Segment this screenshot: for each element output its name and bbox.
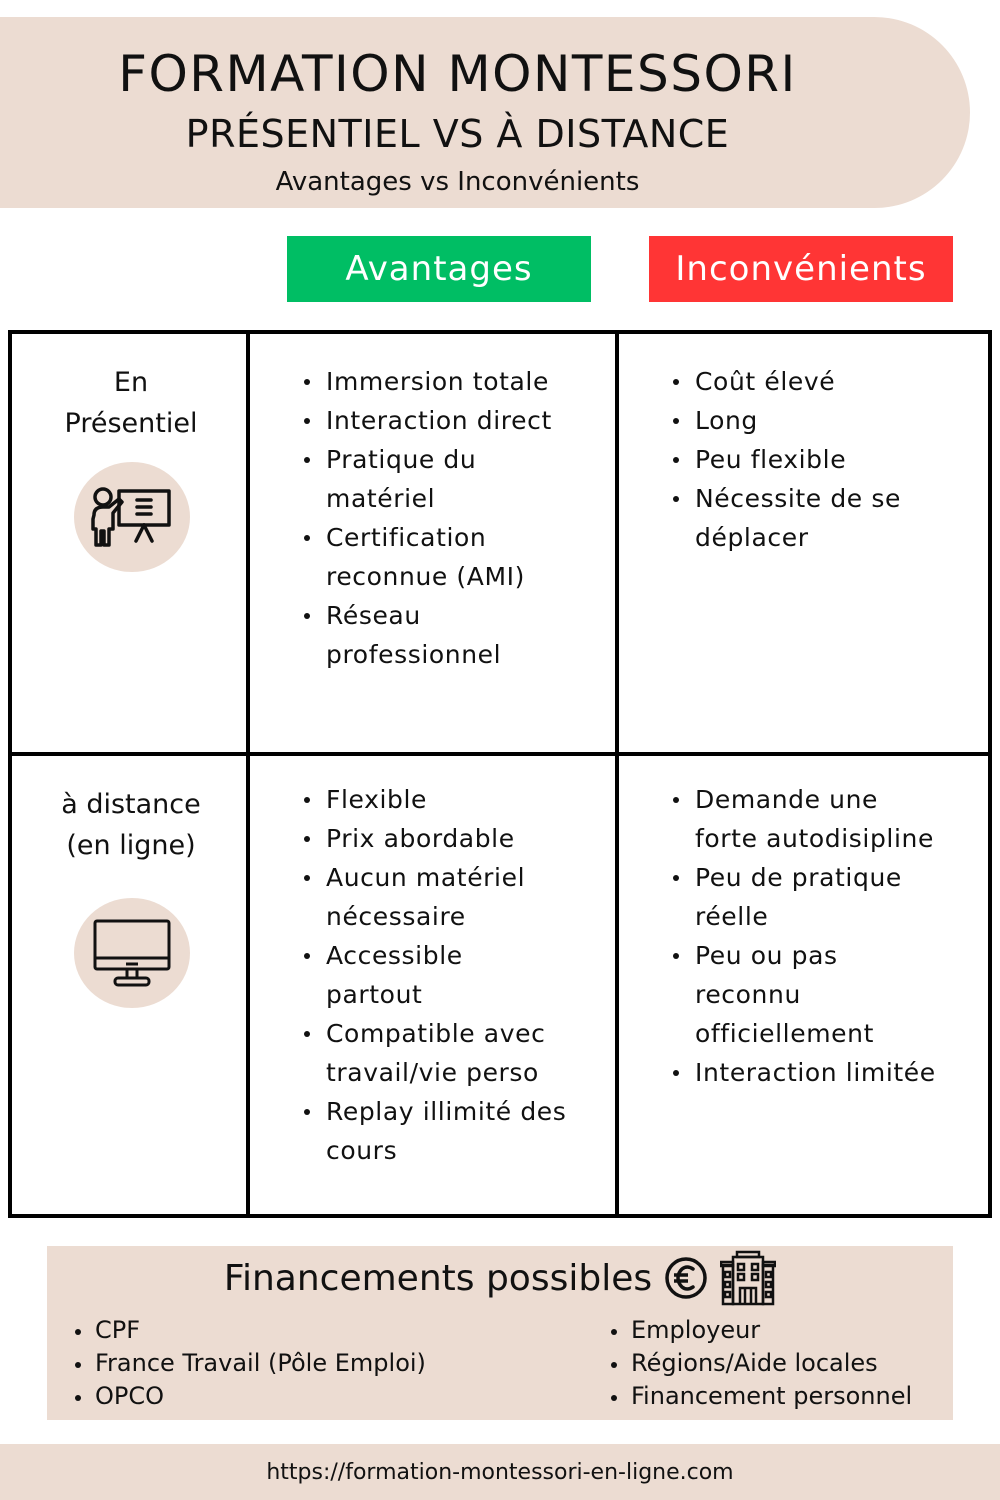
building-icon bbox=[720, 1250, 777, 1306]
table-divider bbox=[12, 752, 988, 756]
euro-icon bbox=[665, 1257, 707, 1299]
teacher-presentation-icon bbox=[74, 462, 190, 572]
list-item: CPF bbox=[73, 1314, 426, 1347]
financing-panel: Financements possibles CPF France Travai… bbox=[47, 1246, 953, 1420]
page-title: FORMATION MONTESSORI bbox=[118, 45, 797, 103]
page-tagline: Avantages vs Inconvénients bbox=[275, 167, 640, 197]
financing-title: Financements possibles bbox=[223, 1257, 653, 1299]
cons-header: Inconvénients bbox=[649, 236, 953, 302]
footer-url-link[interactable]: https://formation-montessori-en-ligne.co… bbox=[266, 1459, 734, 1485]
comparison-table: En Présentiel Immersion totale Interacti… bbox=[8, 330, 992, 1218]
list-item: Peu flexible bbox=[671, 440, 901, 479]
list-item: Financement personnel bbox=[609, 1380, 912, 1413]
computer-monitor-icon bbox=[74, 898, 190, 1008]
row-label-distance: à distance (en ligne) bbox=[12, 784, 250, 866]
cons-list-presentiel: Coût élevé Long Peu flexible Nécessite d… bbox=[671, 362, 901, 557]
table-divider bbox=[615, 334, 619, 1214]
list-item: Long bbox=[671, 401, 901, 440]
page-subtitle: PRÉSENTIEL VS À DISTANCE bbox=[185, 112, 730, 156]
row-label-line: (en ligne) bbox=[66, 830, 196, 861]
list-item: Employeur bbox=[609, 1314, 912, 1347]
list-item: Régions/Aide locales bbox=[609, 1347, 912, 1380]
list-item: OPCO bbox=[73, 1380, 426, 1413]
footer: https://formation-montessori-en-ligne.co… bbox=[0, 1444, 1000, 1500]
pros-list-presentiel: Immersion totale Interaction direct Prat… bbox=[302, 362, 552, 674]
financing-title-row: Financements possibles bbox=[47, 1250, 953, 1306]
list-item: Prix abordable bbox=[302, 819, 566, 858]
table-divider bbox=[246, 334, 250, 1214]
row-label-presentiel: En Présentiel bbox=[12, 362, 250, 444]
list-item: Flexible bbox=[302, 780, 566, 819]
list-item: Immersion totale bbox=[302, 362, 552, 401]
list-item: Interaction direct bbox=[302, 401, 552, 440]
row-label-line: à distance bbox=[61, 789, 201, 820]
list-item: Coût élevé bbox=[671, 362, 901, 401]
list-item: France Travail (Pôle Emploi) bbox=[73, 1347, 426, 1380]
row-label-line: En bbox=[113, 367, 149, 398]
row-label-line: Présentiel bbox=[64, 408, 198, 439]
header-banner: FORMATION MONTESSORI PRÉSENTIEL VS À DIS… bbox=[0, 17, 970, 208]
financing-list-right: Employeur Régions/Aide locales Financeme… bbox=[609, 1314, 912, 1413]
pros-header: Avantages bbox=[287, 236, 591, 302]
financing-list-left: CPF France Travail (Pôle Emploi) OPCO bbox=[73, 1314, 426, 1413]
list-item: Interaction limitée bbox=[671, 1053, 936, 1092]
